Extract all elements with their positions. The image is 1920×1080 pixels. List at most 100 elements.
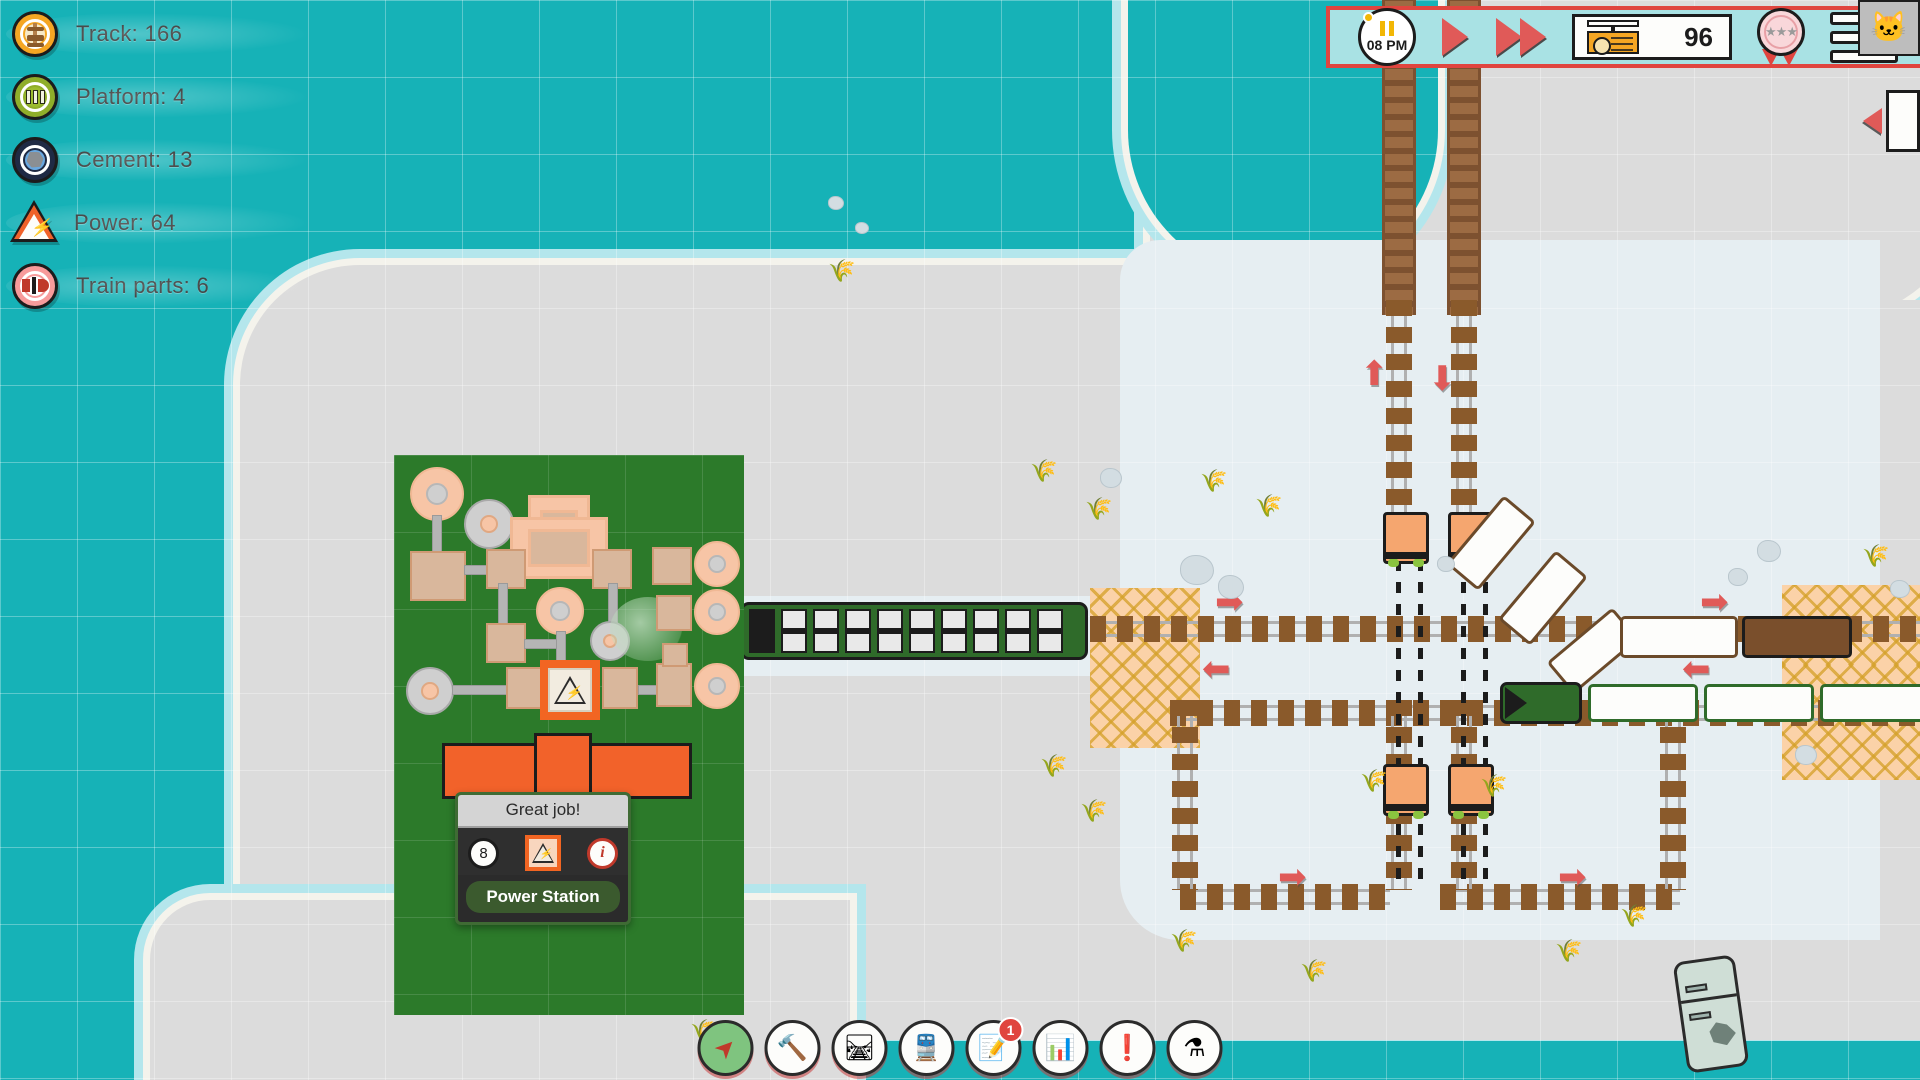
cursor-icon: ➤ <box>707 1030 743 1065</box>
passenger-platform[interactable] <box>740 602 1088 660</box>
bush-icon: 🌾 <box>1255 493 1283 518</box>
silo-lower-left[interactable] <box>1383 764 1429 819</box>
leaf-icon <box>1388 558 1399 567</box>
resource-row-cement[interactable]: Cement: 13 <box>0 134 360 185</box>
wagon-lower-1[interactable] <box>1588 684 1698 722</box>
pause-clock-button[interactable]: 08 PM <box>1358 8 1416 66</box>
fast-forward-icon <box>1520 18 1546 56</box>
power-generator-block[interactable]: ⚡ <box>540 660 600 720</box>
money-value: 96 <box>1684 21 1713 52</box>
silo-upper-left[interactable] <box>1383 512 1429 567</box>
platform-chip-icon <box>12 73 58 120</box>
select-tool[interactable]: ➤ <box>697 1020 754 1076</box>
platform-bay <box>1037 609 1063 653</box>
side-panel-card[interactable] <box>1886 90 1920 152</box>
direction-arrow-right-3: ➡ <box>1278 858 1307 896</box>
power-warning-icon: ⚡ <box>554 676 586 704</box>
resource-label-train-parts: Train parts: 6 <box>76 272 209 298</box>
play-button[interactable] <box>1438 18 1474 56</box>
track-build-icon: 🛤 <box>843 1033 876 1062</box>
popup-title: Great job! <box>458 795 628 828</box>
hammer-icon: 🔨 <box>776 1033 809 1062</box>
direction-arrow-left-1: ⬅ <box>1202 650 1231 688</box>
bush-icon: 🌾 <box>828 258 856 283</box>
machine-left-upper <box>410 551 466 601</box>
exclamation-icon: ❗ <box>1111 1033 1144 1062</box>
hatched-zone-left <box>1090 588 1200 748</box>
money-display[interactable]: 96 <box>1572 14 1732 60</box>
statistics-tool[interactable]: 📊 <box>1032 1020 1089 1076</box>
fast-forward-button[interactable] <box>1496 18 1550 56</box>
track-loop-bottom-right[interactable] <box>1440 884 1680 910</box>
track-loop-bottom-left[interactable] <box>1180 884 1390 910</box>
stone-icon <box>1218 575 1244 599</box>
platform-bay <box>813 609 839 653</box>
pause-icon <box>1380 21 1394 36</box>
platform-bay <box>1005 609 1031 653</box>
alerts-tool[interactable]: ❗ <box>1099 1020 1156 1076</box>
research-tool[interactable]: ⚗ <box>1166 1020 1223 1076</box>
resource-row-platform[interactable]: Platform: 4 <box>0 71 360 122</box>
cat-avatar-icon: 🐱 <box>1870 11 1908 44</box>
machine-mid-left <box>486 623 526 663</box>
stone-icon <box>1795 745 1817 765</box>
billboard-icon <box>1585 20 1641 55</box>
wagon-upper-cattle[interactable] <box>1620 616 1738 658</box>
machine-far-right-top <box>662 643 688 667</box>
route-dash-c <box>1461 560 1466 880</box>
resource-panel: Track: 166 Platform: 4 Cement: 13 ⚡ <box>0 8 360 323</box>
power-station-plot[interactable]: ⚡ <box>394 455 744 1015</box>
locomotive-lower[interactable] <box>1500 682 1582 724</box>
route-dash-d <box>1483 560 1488 880</box>
platform-bay <box>973 609 999 653</box>
power-triangle-glyph: ⚡ <box>532 843 554 863</box>
build-tool[interactable]: 🔨 <box>764 1020 821 1076</box>
platform-bay <box>877 609 903 653</box>
silo-lower-right[interactable] <box>1448 764 1494 819</box>
fan-top <box>464 499 514 549</box>
platform-bay <box>909 609 935 653</box>
popup-count-badge[interactable]: 8 <box>468 837 499 869</box>
wagon-lower-2[interactable] <box>1704 684 1814 722</box>
resource-label-platform: Platform: 4 <box>76 83 186 109</box>
track-loop-left-side[interactable] <box>1172 700 1198 890</box>
wagon-lower-3[interactable] <box>1820 684 1920 722</box>
machine-right-mid <box>656 595 692 631</box>
track-loop-right-side[interactable] <box>1660 700 1686 890</box>
track-vertical-right[interactable] <box>1451 300 1477 530</box>
leaf-icon <box>1388 810 1399 819</box>
popup-info-button[interactable]: i <box>587 837 618 869</box>
popup-building-icon[interactable]: ⚡ <box>525 835 561 871</box>
route-dash-b <box>1418 560 1423 880</box>
bush-icon: 🌾 <box>1030 458 1058 483</box>
track-tool[interactable]: 🛤 <box>831 1020 888 1076</box>
tasks-tool[interactable]: 📝 1 <box>965 1017 1024 1076</box>
bush-icon: 🌾 <box>1480 773 1508 798</box>
resource-row-track[interactable]: Track: 166 <box>0 8 360 59</box>
reactor-housing <box>510 517 608 579</box>
train-tool[interactable]: 🚆 <box>898 1020 955 1076</box>
locomotive-upper[interactable] <box>1742 616 1852 658</box>
avatar-corner-card[interactable]: 🐱 <box>1858 0 1920 56</box>
resource-label-track: Track: 166 <box>76 20 183 46</box>
bush-icon: 🌾 <box>1555 938 1583 963</box>
tasks-badge: 1 <box>997 1017 1024 1043</box>
resource-row-power[interactable]: ⚡ Power: 64 <box>0 197 360 248</box>
stone-icon <box>828 196 844 210</box>
warehouse-right[interactable] <box>582 743 692 799</box>
resource-label-power: Power: 64 <box>74 209 176 235</box>
machine-bottom-right <box>602 667 638 709</box>
bush-icon: 🌾 <box>1080 798 1108 823</box>
leaf-icon <box>1478 810 1489 819</box>
achievements-button[interactable]: ★★★ <box>1754 8 1808 66</box>
leaf-icon <box>1413 558 1424 567</box>
tank-right-mid <box>694 589 740 635</box>
bottom-toolbar: ➤ 🔨 🛤 🚆 📝 1 📊 ❗ ⚗ <box>697 1017 1223 1076</box>
bush-icon: 🌾 <box>1040 753 1068 778</box>
track-vertical-left[interactable] <box>1386 300 1412 530</box>
building-info-popup[interactable]: Great job! 8 ⚡ i Power Station <box>455 792 631 925</box>
fast-forward-icon <box>1496 18 1522 56</box>
resource-row-train-parts[interactable]: Train parts: 6 <box>0 260 360 311</box>
train-icon: 🚆 <box>910 1033 943 1062</box>
